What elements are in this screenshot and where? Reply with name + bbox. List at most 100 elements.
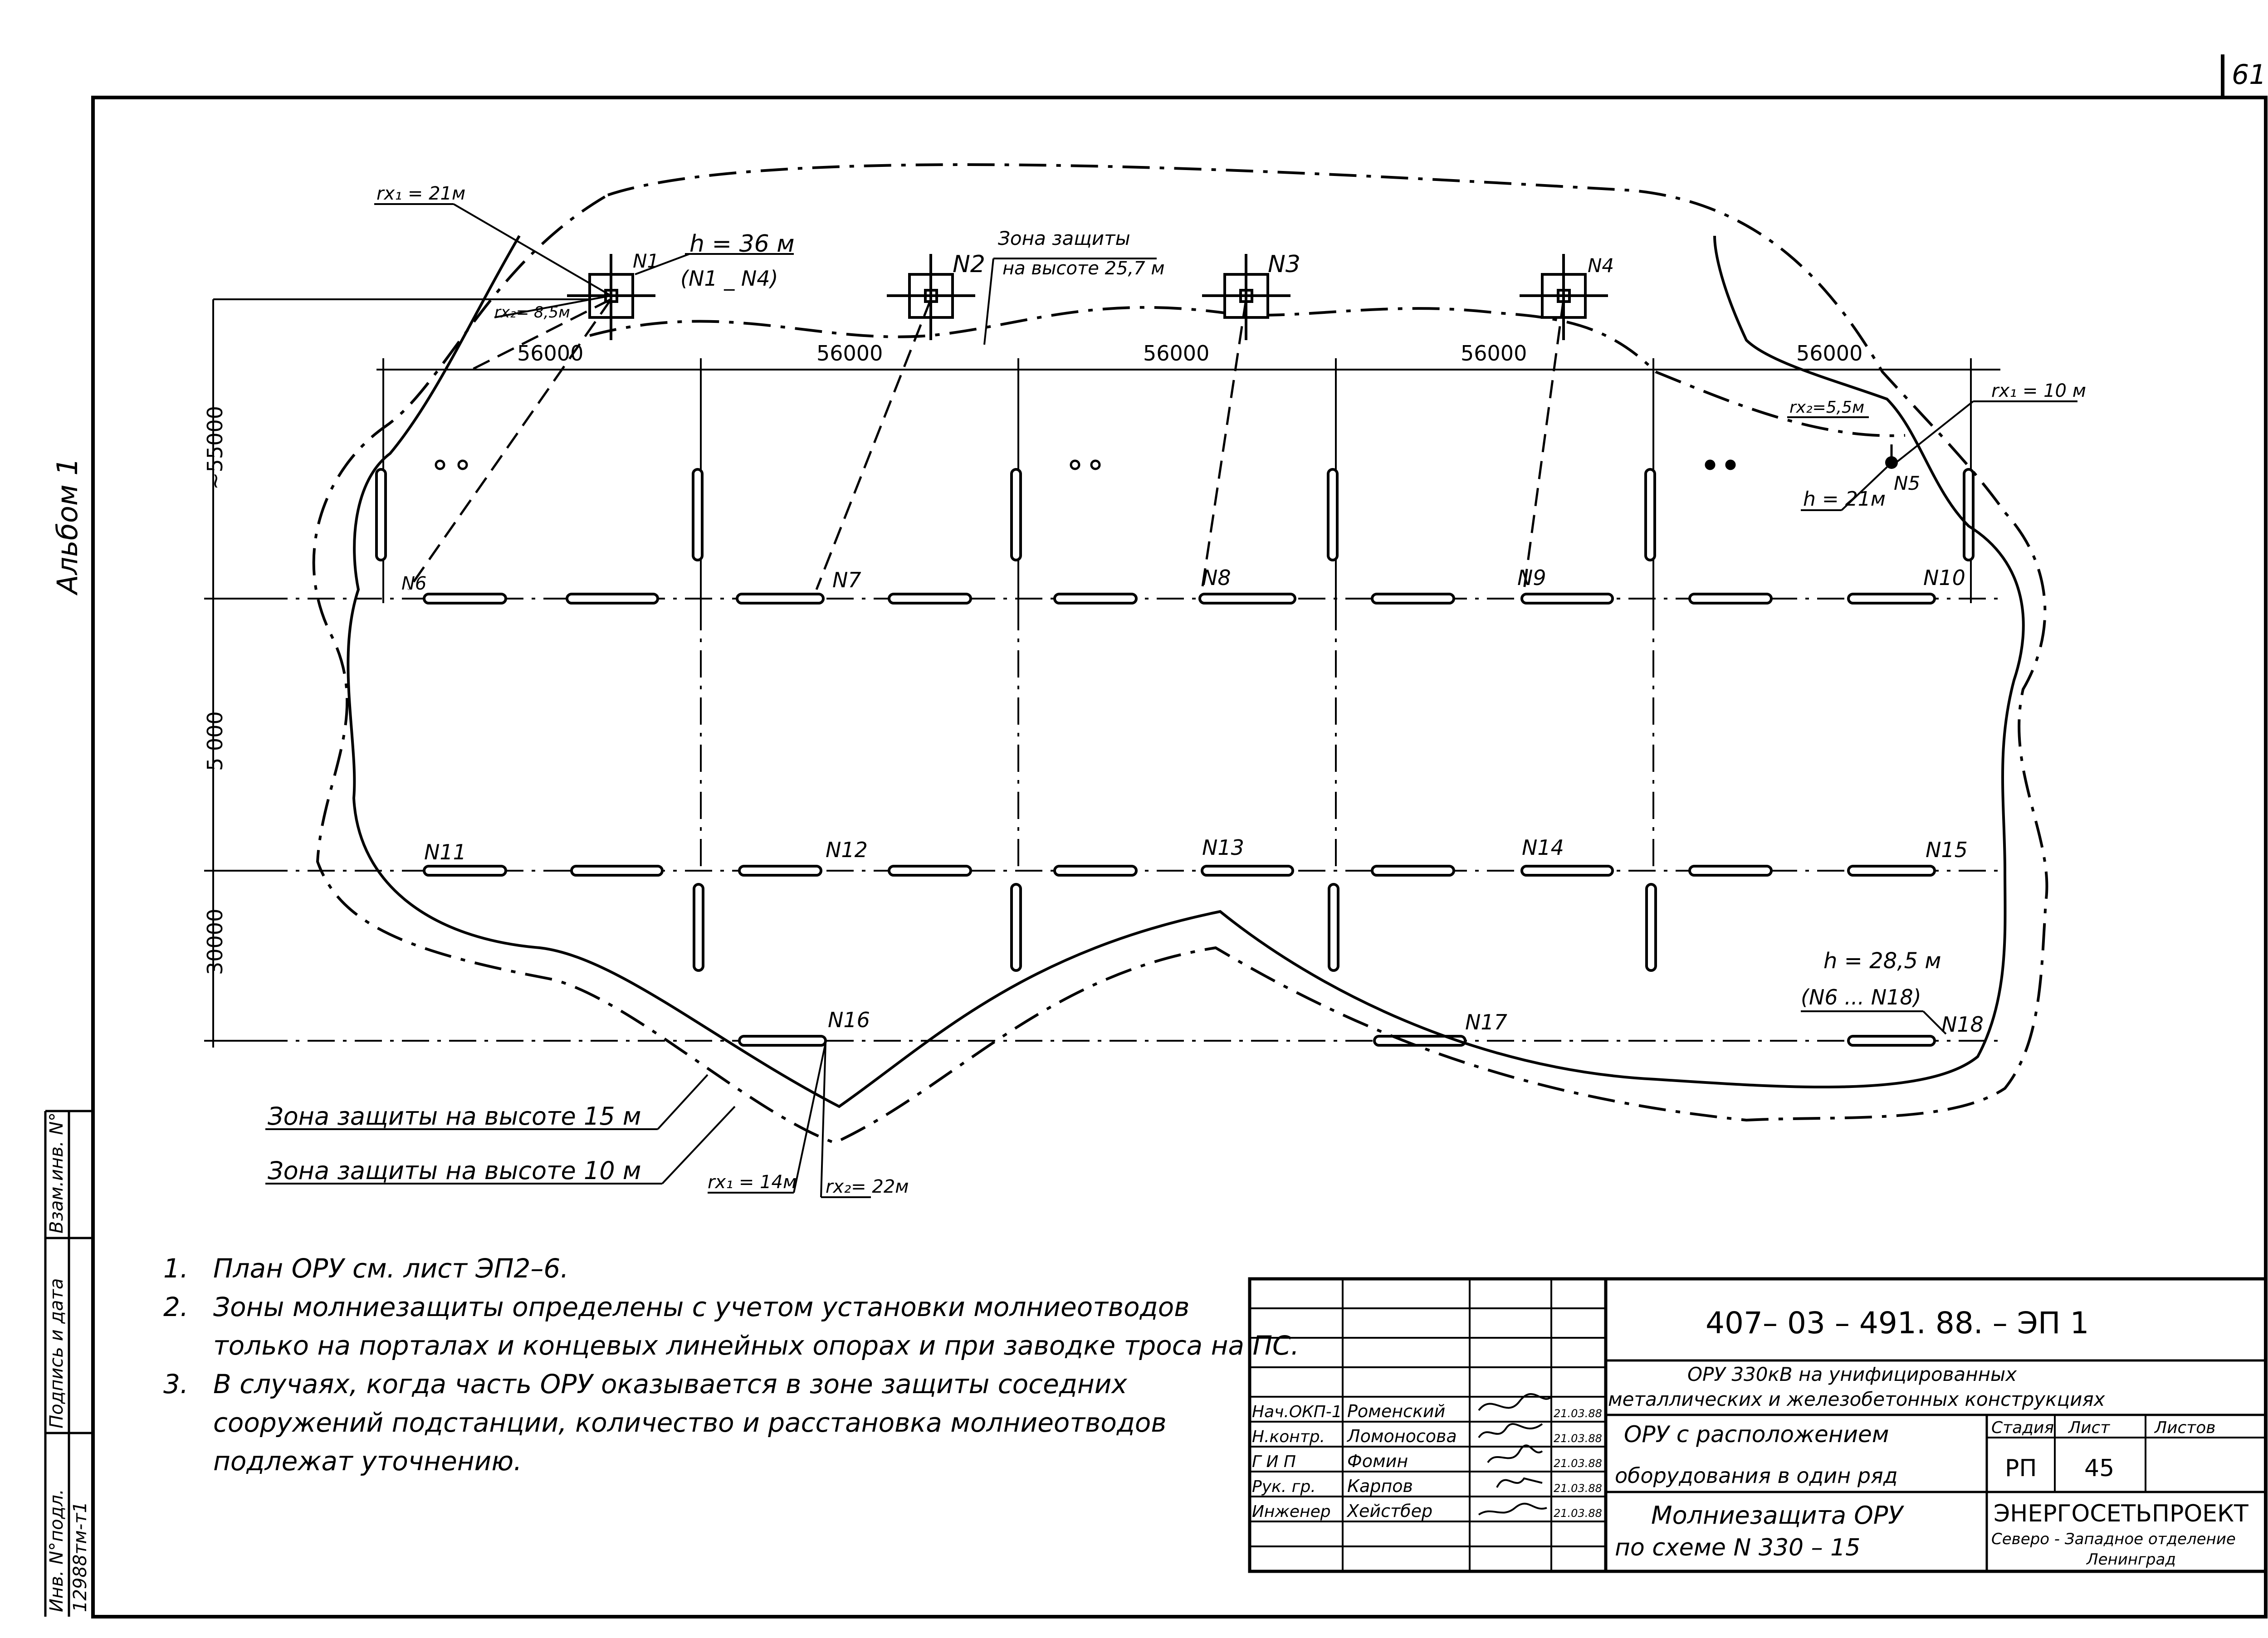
rx-top-label: rx₁ = 21м [376, 183, 465, 204]
dimension-lines [204, 298, 2000, 1048]
dim-span-4: 56000 [1461, 341, 1527, 366]
staff-date: 21.03.88 [1554, 1432, 1602, 1445]
portal-label-n17: N17 [1465, 1010, 1507, 1034]
zone-top-label-1: Зона защиты [998, 227, 1130, 249]
rx1-bottom-label: rx₁ = 14м [708, 1172, 797, 1193]
org-division: Северо - Западное отделение [1991, 1530, 2236, 1548]
col-sheet-header: Лист [2068, 1419, 2110, 1437]
rx5-large-label: rx₁ = 10 м [1991, 380, 2086, 401]
zone-10m-label: Зона защиты на высоте 10 м [268, 1156, 641, 1185]
insulator-dots [435, 459, 1736, 470]
dim-vertical-3: 30000 [203, 909, 227, 975]
portal-label-n12: N12 [826, 838, 868, 862]
dim-span-2: 56000 [816, 341, 883, 366]
rx2-bottom-label: rx₂= 22м [826, 1176, 909, 1197]
drawing-name-1: ОРУ с расположением [1624, 1421, 1889, 1448]
radius-lines [407, 298, 1893, 590]
note-text: В случаях, когда часть ОРУ оказывается в… [213, 1369, 1127, 1399]
sheet-number: 61 [2232, 59, 2266, 91]
object-name-1: ОРУ 330кВ на унифицированных [1687, 1363, 2017, 1385]
note-1: 1.План ОРУ см. лист ЭП2–6. [163, 1249, 1207, 1288]
rx5-small-label: rx₂=5,5м [1789, 398, 1864, 417]
staff-date: 21.03.88 [1554, 1507, 1602, 1520]
staff-date: 21.03.88 [1554, 1482, 1602, 1495]
staff-rows: Нач.ОКП-1 Роменский 21.03.88 Н.контр. Ло… [1252, 1401, 1602, 1521]
col-sheets-header: Листов [2154, 1419, 2215, 1437]
staff-role: Н.контр. [1252, 1428, 1325, 1446]
h-mast-range-label: (N1 _ N4) [680, 266, 778, 291]
mast-n2 [887, 254, 975, 340]
portal-label-n18: N18 [1941, 1012, 1984, 1037]
dim-vertical-1: ~55000 [203, 406, 227, 490]
sheet-frame [91, 96, 2268, 1618]
portal-label-n10: N10 [1923, 566, 1965, 590]
album-label: Альбом 1 [51, 458, 84, 596]
sheet-value: 45 [2084, 1455, 2114, 1482]
centerlines [213, 598, 2005, 1042]
staff-name: Фомин [1347, 1451, 1408, 1471]
note-3: 3.В случаях, когда часть ОРУ оказывается… [163, 1365, 1207, 1404]
staff-role: Рук. гр. [1252, 1477, 1316, 1496]
dim-span-5: 56000 [1796, 341, 1862, 366]
object-name-2: металлических и железобетонных конструкц… [1608, 1388, 2106, 1410]
zone-outer-15m [312, 163, 2048, 1145]
h-n5-label: h = 21м [1803, 487, 1886, 511]
mast-n4 [1520, 254, 1608, 340]
note-text: только на порталах и концевых линейных о… [213, 1330, 1300, 1361]
mast-label-n5: N5 [1894, 472, 1920, 494]
leader-lines [265, 203, 2077, 1198]
h-portal-range-label: (N6 ... N18) [1801, 985, 1921, 1009]
col-stage-header: Стадия [1991, 1419, 2054, 1437]
staff-role: Нач.ОКП-1 [1252, 1403, 1342, 1421]
org-city: Ленинград [2086, 1550, 2176, 1569]
portal-label-n11: N11 [424, 840, 466, 864]
staff-name: Ломоносова [1346, 1426, 1457, 1446]
signatures [1478, 1393, 1552, 1516]
inventory-number: 12988тм-т1 [70, 1502, 91, 1612]
portal-label-n7: N7 [832, 568, 861, 592]
mast-label-n2: N2 [953, 251, 985, 278]
notes: 1.План ОРУ см. лист ЭП2–6. 2. Зоны молние… [163, 1249, 1300, 1481]
zone-15m-label: Зона защиты на высоте 15 м [268, 1102, 641, 1131]
portal-label-n13: N13 [1202, 835, 1244, 860]
doc-code: 407– 03 – 491. 88. – ЭП 1 [1706, 1306, 2089, 1341]
portal-label-n16: N16 [828, 1008, 870, 1032]
dim-span-3: 56000 [1143, 341, 1209, 366]
note-text: Зоны молниезащиты определены с учетом ус… [213, 1292, 1190, 1322]
strip-label-vzam: Взам.инв. N° [46, 1112, 67, 1233]
mast-label-n3: N3 [1268, 251, 1300, 278]
bus-bars [375, 468, 1975, 1047]
org-name: ЭНЕРГОСЕТЬПРОЕКТ [1994, 1500, 2248, 1527]
left-strip: Взам.инв. N° Подпись и дата Инв. N°подл.… [44, 1110, 93, 1617]
mast-label-n1: N1 [633, 250, 659, 272]
staff-name: Роменский [1347, 1401, 1445, 1421]
portal-label-n9: N9 [1517, 566, 1546, 590]
portal-label-n6: N6 [401, 573, 426, 594]
note-number: 1. [163, 1253, 189, 1284]
zone-inner-10m [347, 235, 2025, 1108]
strip-label-podpis: Подпись и дата [46, 1278, 67, 1428]
staff-date: 21.03.88 [1554, 1457, 1602, 1470]
staff-name: Хейстбер [1346, 1501, 1432, 1521]
note-number: 2. [163, 1292, 189, 1322]
mast-n1 [567, 254, 655, 340]
sheet-name-1: Молниезащита ОРУ [1651, 1501, 1904, 1530]
h-mast-label: h = 36 м [689, 230, 795, 258]
rx-small-label: rx₂= 8,5м [494, 303, 570, 322]
portal-label-n8: N8 [1202, 566, 1231, 590]
portal-label-n14: N14 [1522, 835, 1564, 860]
note-text: подлежат уточнению. [213, 1446, 522, 1477]
sheet-name-2: по схеме N 330 – 15 [1615, 1534, 1860, 1561]
note-2: 2. Зоны молниезащиты определены с учетом … [163, 1288, 1207, 1326]
staff-date: 21.03.88 [1554, 1407, 1602, 1420]
h-portal-label: h = 28,5 м [1823, 948, 1941, 974]
dim-vertical-2: 5 000 [203, 711, 227, 771]
portal-label-n15: N15 [1926, 838, 1968, 862]
drawing-name-2: оборудования в один ряд [1615, 1463, 1898, 1488]
staff-name: Карпов [1347, 1476, 1413, 1496]
mast-label-n4: N4 [1588, 254, 1614, 277]
title-block [1248, 1277, 2268, 1573]
strip-label-inv: Инв. N°подл. [46, 1489, 67, 1612]
zone-top-label-2: на высоте 25,7 м [1002, 258, 1165, 279]
